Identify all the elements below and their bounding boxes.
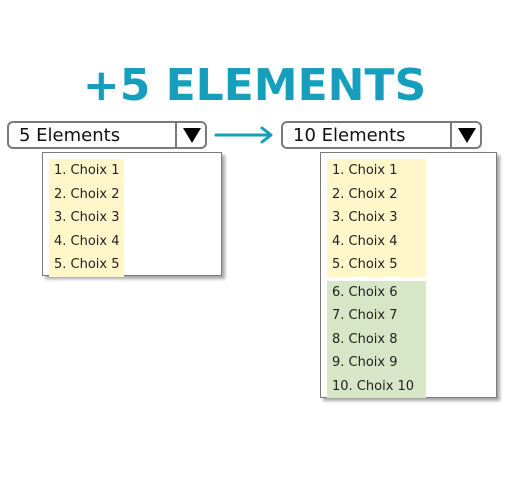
- right-dropdown[interactable]: 10 Elements: [281, 121, 482, 149]
- right-dropdown-list: 1. Choix 1 2. Choix 2 3. Choix 3 4. Choi…: [320, 152, 497, 398]
- left-dropdown-list: 1. Choix 1 2. Choix 2 3. Choix 3 4. Choi…: [42, 152, 222, 277]
- dropdown-triangle-icon: [458, 128, 476, 143]
- list-item[interactable]: 10. Choix 10: [332, 378, 415, 394]
- left-dropdown-value: 5 Elements: [19, 125, 121, 146]
- list-item[interactable]: 4. Choix 4: [332, 233, 398, 249]
- list-item[interactable]: 2. Choix 2: [54, 186, 120, 202]
- right-dropdown-value: 10 Elements: [293, 125, 406, 146]
- list-item[interactable]: 7. Choix 7: [332, 308, 398, 323]
- left-dropdown[interactable]: 5 Elements: [7, 121, 207, 149]
- right-dropdown-button[interactable]: [450, 121, 480, 149]
- list-item[interactable]: 1. Choix 1: [332, 163, 398, 178]
- list-item[interactable]: 9. Choix 9: [332, 355, 398, 370]
- list-item[interactable]: 4. Choix 4: [54, 233, 120, 249]
- left-list-group: 1. Choix 1 2. Choix 2 3. Choix 3 4. Choi…: [49, 159, 124, 277]
- list-item[interactable]: 2. Choix 2: [332, 186, 398, 202]
- list-item[interactable]: 8. Choix 8: [332, 331, 398, 347]
- right-list-group-original: 1. Choix 1 2. Choix 2 3. Choix 3 4. Choi…: [327, 159, 426, 277]
- left-dropdown-button[interactable]: [175, 121, 205, 149]
- list-item[interactable]: 5. Choix 5: [332, 257, 398, 272]
- dropdown-triangle-icon: [183, 128, 201, 143]
- list-item[interactable]: 1. Choix 1: [54, 163, 120, 178]
- arrow-right-icon: [214, 126, 273, 144]
- right-list-group-added: 6. Choix 6 7. Choix 7 8. Choix 8 9. Choi…: [327, 280, 426, 398]
- list-item[interactable]: 6. Choix 6: [332, 284, 398, 300]
- headline: +5 ELEMENTS: [82, 60, 427, 111]
- list-item[interactable]: 5. Choix 5: [54, 257, 120, 272]
- list-item[interactable]: 3. Choix 3: [332, 210, 398, 225]
- list-item[interactable]: 3. Choix 3: [54, 210, 120, 225]
